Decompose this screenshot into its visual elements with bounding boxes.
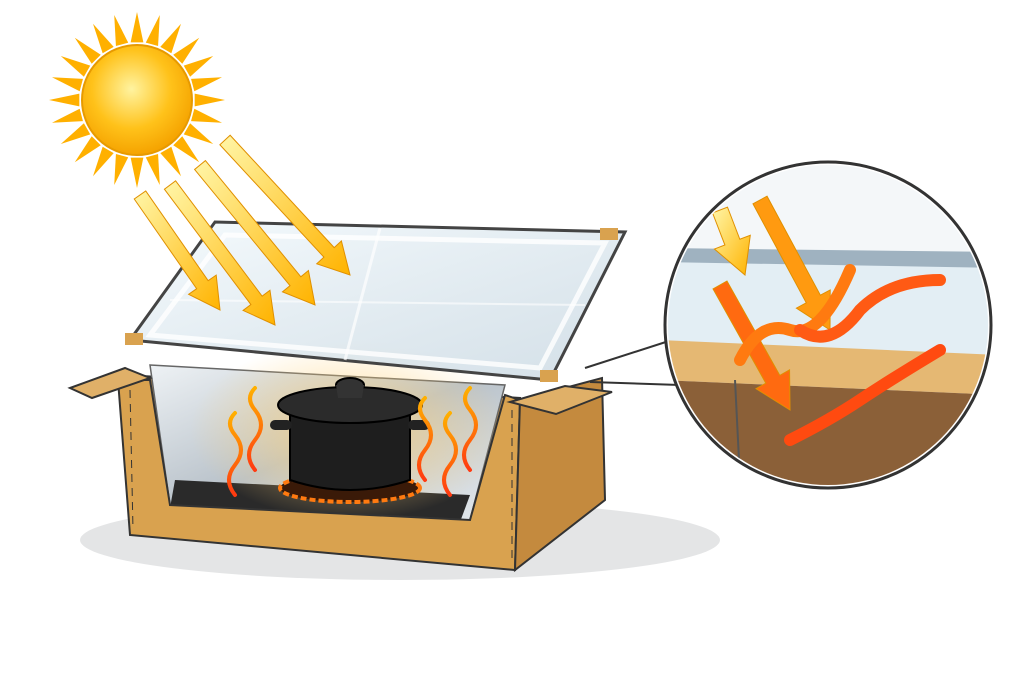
sun-ray — [51, 108, 83, 123]
light-arrow — [219, 134, 351, 276]
sun-ray — [93, 146, 114, 177]
heat-wave — [247, 386, 263, 472]
sun-ray — [191, 77, 223, 92]
left-flap — [67, 366, 153, 400]
sun-ray — [60, 56, 91, 77]
sun-ray — [194, 93, 225, 107]
magnifier-inset-icon — [663, 160, 993, 490]
sun-ray — [130, 157, 144, 188]
sun-ray — [145, 14, 160, 46]
sun-ray — [183, 56, 214, 77]
sun-ray — [74, 37, 101, 64]
sun-ray — [130, 12, 144, 43]
heat-wave — [442, 411, 458, 497]
cooking-pot-icon — [270, 377, 430, 491]
sun-ray — [191, 108, 223, 123]
right-flap — [506, 384, 613, 416]
heat-wave — [794, 274, 946, 343]
light-arrow — [193, 159, 316, 306]
sun-ray — [173, 136, 200, 163]
glass-lid — [125, 220, 628, 382]
callout-line — [589, 381, 681, 386]
sun-ray — [160, 23, 181, 54]
sun-icon — [49, 12, 225, 188]
sun-ray — [145, 154, 160, 186]
light-arrow — [163, 180, 276, 326]
sunlight-arrow-icon — [133, 134, 351, 326]
heat-wave-icon — [227, 386, 478, 497]
sun-ray — [51, 77, 83, 92]
sun-ray — [93, 23, 114, 54]
box-right-side — [513, 376, 607, 573]
heat-wave — [462, 386, 478, 472]
sun-ray — [60, 123, 91, 144]
sun-ray — [173, 37, 200, 64]
heat-wave — [227, 411, 243, 497]
sun-ray — [160, 146, 181, 177]
heat-wave — [734, 264, 856, 366]
callout-line — [584, 339, 673, 369]
sun-ray — [114, 154, 129, 186]
sun-ray — [74, 136, 101, 163]
sun-ray — [49, 93, 80, 107]
light-arrow — [711, 206, 751, 276]
heat-wave — [417, 396, 433, 482]
heat-wave — [784, 344, 946, 446]
sun-ray — [183, 123, 214, 144]
light-arrow — [133, 190, 221, 311]
sun-ray — [114, 14, 129, 46]
